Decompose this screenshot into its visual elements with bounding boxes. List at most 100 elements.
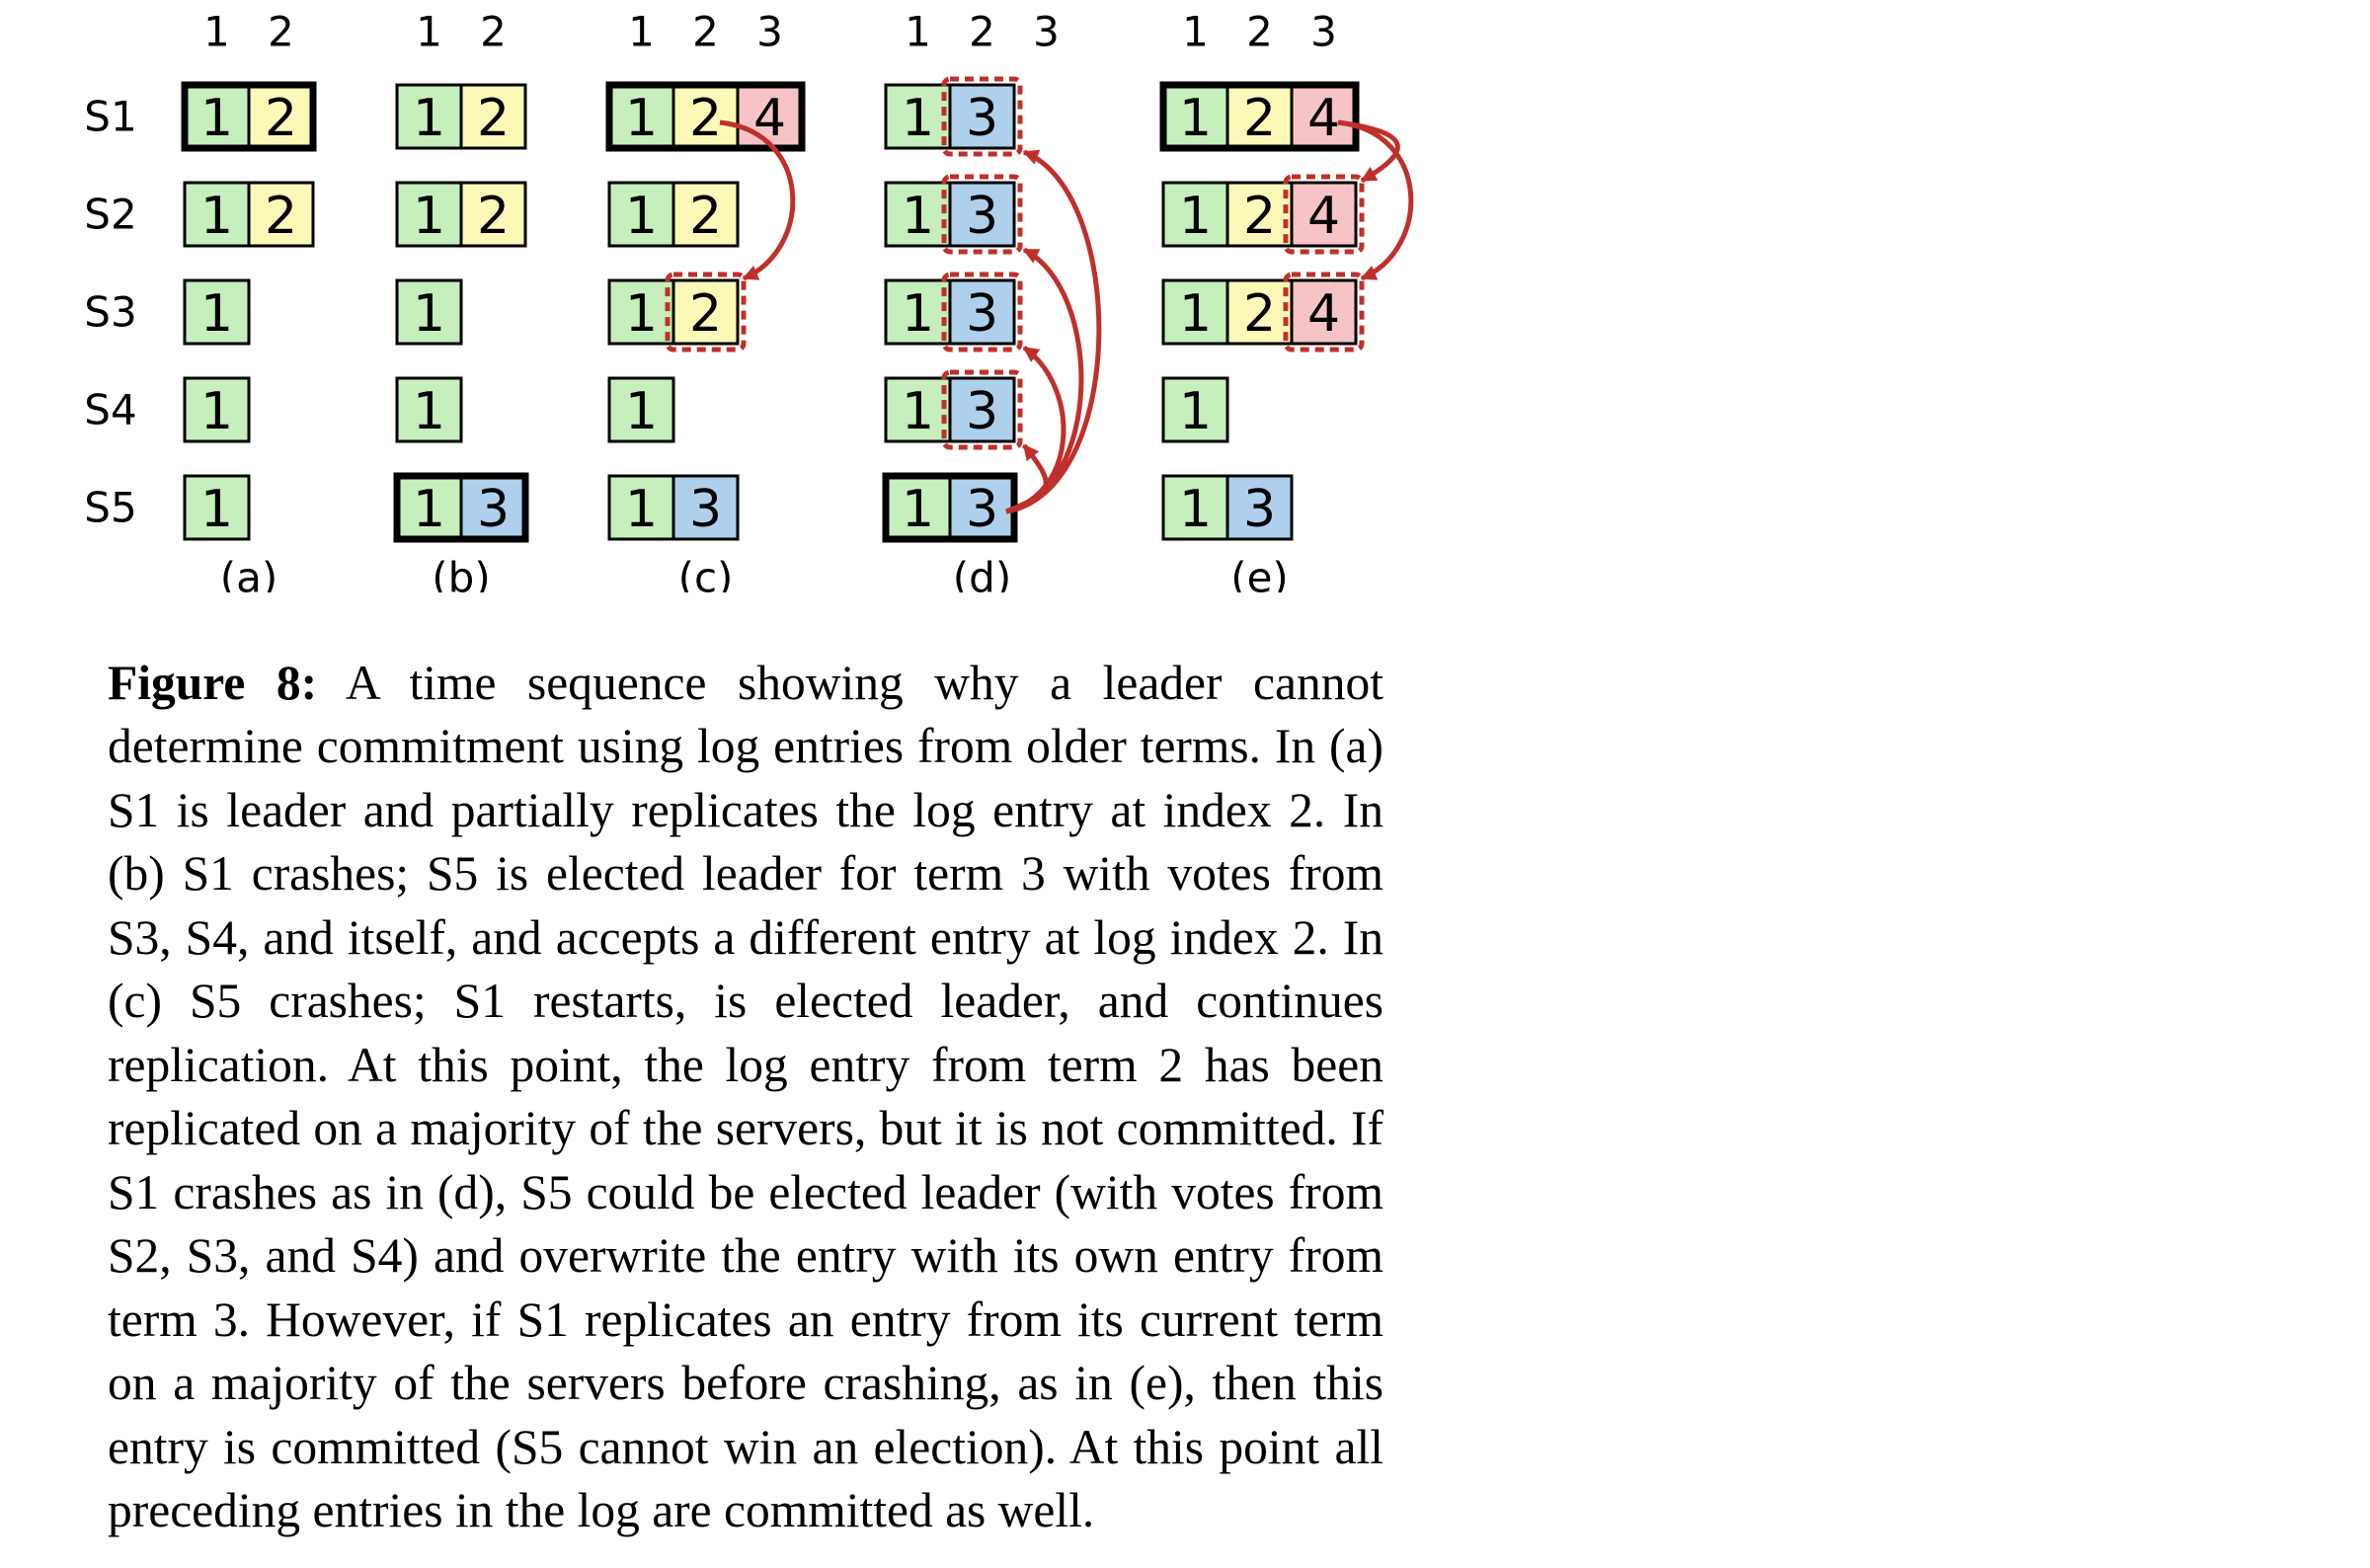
log-entry-cell bbox=[1292, 85, 1356, 148]
new-entry-outline bbox=[1290, 181, 1358, 248]
server-log: 1 bbox=[395, 376, 463, 443]
replication-arrow bbox=[1005, 443, 1049, 514]
log-outline bbox=[183, 376, 251, 443]
log-entry-term: 3 bbox=[966, 284, 998, 344]
new-entry-outline bbox=[672, 278, 740, 346]
log-entry-cell bbox=[1163, 183, 1227, 246]
log-entry-term: 3 bbox=[477, 480, 510, 539]
log-entry-cell bbox=[950, 476, 1014, 539]
panel-label: (d) bbox=[953, 554, 1011, 593]
server-label: S5 bbox=[84, 484, 136, 532]
log-entry-term: 1 bbox=[200, 382, 233, 441]
index-header: 1 bbox=[416, 8, 442, 56]
index-header: 3 bbox=[1310, 8, 1337, 56]
leader-outline bbox=[605, 81, 806, 152]
new-entry-outline bbox=[948, 278, 1016, 346]
log-entry-cell bbox=[609, 280, 673, 344]
log-entry-term: 2 bbox=[689, 89, 722, 148]
index-header: 2 bbox=[692, 8, 719, 56]
log-entry-cell bbox=[886, 183, 950, 246]
new-entry-outline bbox=[948, 83, 1016, 150]
log-entry-term: 1 bbox=[200, 480, 233, 539]
log-entry-term: 1 bbox=[200, 89, 233, 148]
log-entry-term: 1 bbox=[902, 480, 934, 539]
log-entry-term: 2 bbox=[265, 187, 297, 246]
log-entry-term: 1 bbox=[625, 284, 658, 344]
log-outline bbox=[1161, 376, 1229, 443]
replicated-entry-highlight bbox=[1283, 174, 1365, 255]
log-entry-term: 2 bbox=[1243, 187, 1276, 246]
panel-label: (a) bbox=[220, 554, 278, 593]
replicated-entry-highlight bbox=[941, 76, 1023, 157]
log-entry-cell bbox=[1163, 476, 1227, 539]
index-header: 2 bbox=[1246, 8, 1273, 56]
log-entry-cell bbox=[397, 476, 461, 539]
log-entry-term: 2 bbox=[477, 187, 510, 246]
log-entry-term: 1 bbox=[902, 284, 934, 344]
log-entry-term: 3 bbox=[966, 187, 998, 246]
log-entry-cell bbox=[673, 85, 738, 148]
server-label: S2 bbox=[84, 191, 136, 239]
log-entry-cell bbox=[397, 280, 461, 344]
log-entry-cell bbox=[461, 183, 525, 246]
panel-label: (e) bbox=[1230, 554, 1289, 593]
log-entry-term: 1 bbox=[413, 284, 445, 344]
server-label: S4 bbox=[84, 386, 136, 434]
log-entry-cell bbox=[461, 85, 525, 148]
log-entry-term: 1 bbox=[902, 187, 934, 246]
log-entry-cell bbox=[609, 85, 673, 148]
log-entry-term: 4 bbox=[1307, 187, 1340, 246]
server-log: 1 bbox=[183, 474, 251, 541]
log-outline bbox=[607, 376, 675, 443]
panel-label: (c) bbox=[678, 554, 734, 593]
log-entry-cell bbox=[1227, 85, 1292, 148]
log-entry-term: 2 bbox=[1243, 284, 1276, 344]
log-entry-term: 3 bbox=[1243, 480, 1276, 539]
log-entry-cell bbox=[950, 85, 1014, 148]
log-entry-term: 1 bbox=[1179, 284, 1212, 344]
log-entry-term: 1 bbox=[1179, 187, 1212, 246]
server-label: S1 bbox=[84, 93, 136, 141]
replicated-entry-highlight bbox=[941, 272, 1023, 353]
index-header: 1 bbox=[628, 8, 655, 56]
log-entry-term: 4 bbox=[1307, 284, 1340, 344]
index-header: 2 bbox=[480, 8, 507, 56]
log-entry-cell bbox=[609, 183, 673, 246]
index-header: 2 bbox=[969, 8, 995, 56]
log-entry-cell bbox=[950, 183, 1014, 246]
index-header: 1 bbox=[905, 8, 931, 56]
log-entry-cell bbox=[249, 183, 313, 246]
server-log: 1 bbox=[607, 376, 675, 443]
log-entry-term: 1 bbox=[200, 284, 233, 344]
log-entry-term: 1 bbox=[413, 187, 445, 246]
log-entry-cell bbox=[185, 476, 249, 539]
caption-label: Figure 8: bbox=[108, 655, 318, 710]
log-entry-cell bbox=[673, 183, 738, 246]
log-entry-cell bbox=[185, 85, 249, 148]
log-entry-term: 3 bbox=[966, 89, 998, 148]
log-entry-cell bbox=[1292, 280, 1356, 344]
log-entry-cell bbox=[673, 280, 738, 344]
replicated-entry-highlight bbox=[941, 174, 1023, 255]
server-log: 1 bbox=[183, 376, 251, 443]
replicated-entry-highlight bbox=[941, 369, 1023, 450]
log-outline bbox=[183, 278, 251, 346]
log-entry-cell bbox=[1227, 183, 1292, 246]
server-log: 1 bbox=[1161, 376, 1229, 443]
log-entry-cell bbox=[1227, 280, 1292, 344]
